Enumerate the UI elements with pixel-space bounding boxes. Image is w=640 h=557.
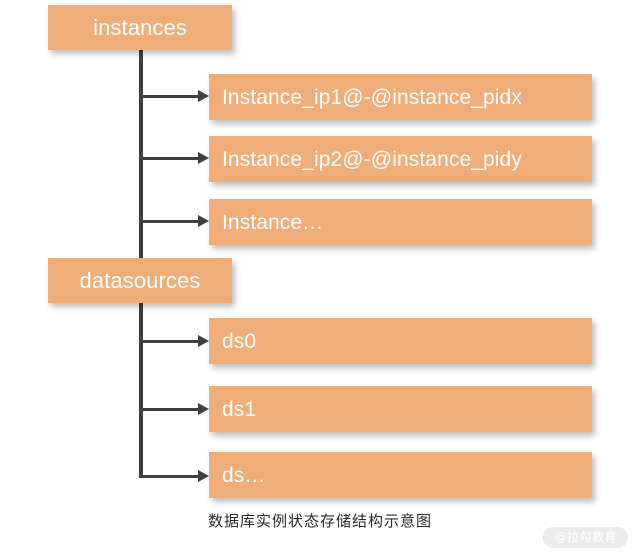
node-root-datasources[interactable]: datasources xyxy=(48,258,232,303)
node-instance-2[interactable]: Instance_ip2@-@instance_pidy xyxy=(209,136,592,182)
arrow-head-ds-3 xyxy=(198,470,209,482)
watermark-badge: @拉勾教育 xyxy=(543,527,628,548)
connector-branch-ds-1 xyxy=(139,340,201,343)
node-instance-more-label: Instance… xyxy=(222,210,324,234)
node-ds-0[interactable]: ds0 xyxy=(209,318,592,364)
node-root-datasources-label: datasources xyxy=(79,267,201,293)
connector-branch-instance-2 xyxy=(139,157,201,160)
arrow-head-instance-2 xyxy=(198,152,209,164)
connector-branch-instance-1 xyxy=(139,95,201,98)
node-instance-1-label: Instance_ip1@-@instance_pidx xyxy=(222,85,522,109)
node-ds-1[interactable]: ds1 xyxy=(209,386,592,432)
node-instance-1[interactable]: Instance_ip1@-@instance_pidx xyxy=(209,74,592,120)
arrow-head-ds-2 xyxy=(198,403,209,415)
node-ds-0-label: ds0 xyxy=(222,329,257,353)
node-instance-more[interactable]: Instance… xyxy=(209,199,592,245)
node-ds-more[interactable]: ds… xyxy=(209,452,592,498)
connector-branch-instance-3 xyxy=(139,220,201,223)
diagram-caption: 数据库实例状态存储结构示意图 xyxy=(207,512,432,530)
node-instance-2-label: Instance_ip2@-@instance_pidy xyxy=(222,147,522,171)
arrow-head-instance-1 xyxy=(198,90,209,102)
node-ds-1-label: ds1 xyxy=(222,397,257,421)
node-ds-more-label: ds… xyxy=(222,463,266,487)
connector-branch-ds-3 xyxy=(139,475,201,478)
node-root-instances-label: instances xyxy=(93,14,187,40)
arrow-head-instance-3 xyxy=(198,215,209,227)
node-root-instances[interactable]: instances xyxy=(48,5,232,50)
arrow-head-ds-1 xyxy=(198,335,209,347)
connector-branch-ds-2 xyxy=(139,408,201,411)
